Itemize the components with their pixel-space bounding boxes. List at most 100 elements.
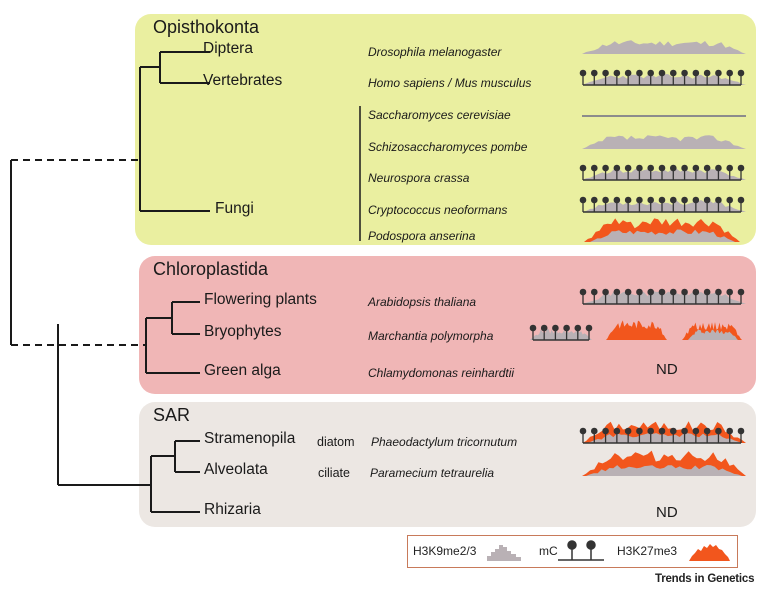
track-neurospora-mc-site bbox=[703, 164, 711, 172]
clade-vertebrates: Vertebrates bbox=[203, 72, 283, 89]
track-arabidopsis-mc-site bbox=[681, 288, 688, 296]
species-phaeodactylum: Phaeodactylum tricornutum bbox=[371, 435, 518, 449]
track-arabidopsis-mc-site bbox=[692, 288, 700, 296]
species-homo-mus: Homo sapiens / Mus musculus bbox=[368, 76, 532, 90]
track-homo-mc-site bbox=[636, 69, 643, 77]
track-arabidopsis-mc-site bbox=[579, 288, 587, 296]
track-cryptococcus-mc-site bbox=[692, 196, 700, 204]
clade-fungi: Fungi bbox=[215, 200, 254, 217]
track-neurospora-mc-site bbox=[579, 164, 587, 172]
clade-alveolata: Alveolata bbox=[204, 461, 268, 478]
clade-green-alga: Green alga bbox=[204, 362, 281, 379]
track-arabidopsis-mc-site bbox=[726, 288, 734, 296]
track-arabidopsis-mc-site bbox=[647, 288, 655, 296]
track-cryptococcus-mc-site bbox=[602, 196, 609, 204]
track-arabidopsis-mc-site bbox=[602, 288, 609, 296]
track-homo-mc-site bbox=[681, 69, 688, 77]
track-homo-mc-site bbox=[703, 69, 711, 77]
track-homo-mc-site bbox=[579, 69, 587, 77]
track-homo-mc-site bbox=[692, 69, 700, 77]
legend-h3k9-swatch bbox=[487, 545, 521, 561]
track-neurospora-mc-site bbox=[669, 164, 677, 172]
nd-rhizaria: ND bbox=[656, 504, 678, 521]
track-homo-mc-site bbox=[658, 69, 666, 77]
track-phaeodactylum-mc-site bbox=[647, 427, 655, 435]
track-phaeodactylum-h3k9 bbox=[586, 433, 742, 443]
species-arabidopsis: Arabidopsis thaliana bbox=[368, 295, 477, 309]
track-neurospora-mc-site bbox=[647, 164, 655, 172]
track-drosophila-h3k9 bbox=[582, 40, 746, 54]
track-cryptococcus-mc-site bbox=[590, 196, 598, 204]
track-phaeodactylum-mc-site bbox=[715, 427, 722, 435]
track-neurospora-mc-site bbox=[692, 164, 700, 172]
track-phaeodactylum-mc-site bbox=[613, 427, 621, 435]
track-cryptococcus-mc-site bbox=[669, 196, 677, 204]
track-homo-mc-site bbox=[602, 69, 609, 77]
track-cryptococcus-mc-site bbox=[681, 196, 688, 204]
track-arabidopsis-mc-site bbox=[636, 288, 643, 296]
track-cryptococcus-mc-site bbox=[624, 196, 632, 204]
track-marchantia-h3k9 bbox=[530, 329, 592, 340]
track-neurospora-mc-site bbox=[590, 164, 598, 172]
nd-green-alga: ND bbox=[656, 361, 678, 378]
track-homo-mc-site bbox=[613, 69, 621, 77]
species-chlamydomonas: Chlamydomonas reinhardtii bbox=[368, 366, 515, 380]
track-phaeodactylum-mc-site bbox=[579, 427, 587, 435]
track-marchantia-mc-site bbox=[552, 324, 559, 332]
track-phaeodactylum-mc-site bbox=[681, 427, 688, 435]
track-neurospora-mc-site bbox=[602, 164, 609, 172]
track-phaeodactylum-mc-site bbox=[624, 427, 632, 435]
track-homo-h3k9 bbox=[582, 74, 746, 85]
track-arabidopsis-mc-site bbox=[613, 288, 621, 296]
legend-h3k27-swatch bbox=[689, 544, 730, 561]
track-phaeodactylum-mc-site bbox=[590, 427, 598, 435]
clade-bryophytes: Bryophytes bbox=[204, 323, 282, 340]
group-title-sar: SAR bbox=[153, 405, 191, 425]
track-phaeodactylum-mc-site bbox=[692, 427, 700, 435]
track-arabidopsis-mc-site bbox=[715, 288, 722, 296]
track-phaeodactylum-mc-site bbox=[726, 427, 734, 435]
track-arabidopsis-mc-site bbox=[624, 288, 632, 296]
track-homo-mc-site bbox=[737, 69, 745, 77]
track-cryptococcus-mc-site bbox=[737, 196, 745, 204]
species-marchantia: Marchantia polymorpha bbox=[368, 329, 494, 343]
track-marchantia-mc-site bbox=[574, 324, 582, 332]
track-cryptococcus-mc-site bbox=[613, 196, 621, 204]
species-paramecium: Paramecium tetraurelia bbox=[370, 466, 495, 480]
track-homo-mc-site bbox=[647, 69, 655, 77]
track-neurospora-mc-site bbox=[613, 164, 621, 172]
species-saccharomyces: Saccharomyces cerevisiae bbox=[368, 108, 511, 122]
track-marchantia-mc-site bbox=[529, 324, 537, 332]
track-phaeodactylum-mc-site bbox=[737, 427, 745, 435]
species-drosophila: Drosophila melanogaster bbox=[368, 45, 502, 59]
track-paramecium-h3k9 bbox=[586, 465, 742, 476]
track-cryptococcus-h3k9 bbox=[582, 200, 746, 212]
track-cryptococcus-mc-site bbox=[703, 196, 711, 204]
track-marchantia-mc-site bbox=[563, 324, 570, 332]
track-cryptococcus-mc-site bbox=[715, 196, 722, 204]
track-phaeodactylum-mc-site bbox=[636, 427, 643, 435]
track-neurospora-mc-site bbox=[715, 164, 722, 172]
track-neurospora-mc-site bbox=[658, 164, 666, 172]
track-neurospora-mc-site bbox=[737, 164, 745, 172]
species-schizosaccharomyces: Schizosaccharomyces pombe bbox=[368, 140, 528, 154]
track-phaeodactylum-mc-site bbox=[658, 427, 666, 435]
track-phaeodactylum-mc-site bbox=[602, 427, 609, 435]
track-cryptococcus-mc-site bbox=[647, 196, 655, 204]
track-neurospora-mc-site bbox=[636, 164, 643, 172]
track-podospora-h3k9 bbox=[590, 229, 735, 242]
track-neurospora-mc-site bbox=[681, 164, 688, 172]
track-arabidopsis-mc-site bbox=[669, 288, 677, 296]
legend-h3k27-label: H3K27me3 bbox=[617, 544, 678, 558]
journal-footer: Trends in Genetics bbox=[655, 573, 755, 585]
legend-mc-swatch bbox=[558, 540, 604, 561]
clade-flowering-plants: Flowering plants bbox=[204, 291, 317, 308]
species-podospora: Podospora anserina bbox=[368, 229, 476, 243]
species-cryptococcus: Cryptococcus neoformans bbox=[368, 203, 508, 217]
species-neurospora: Neurospora crassa bbox=[368, 171, 470, 185]
track-cryptococcus-mc-site bbox=[658, 196, 666, 204]
track-homo-mc-site bbox=[715, 69, 722, 77]
clade-diptera: Diptera bbox=[203, 40, 253, 57]
track-marchantia-h3k9-2 bbox=[688, 329, 738, 340]
track-cryptococcus-mc-site bbox=[636, 196, 643, 204]
